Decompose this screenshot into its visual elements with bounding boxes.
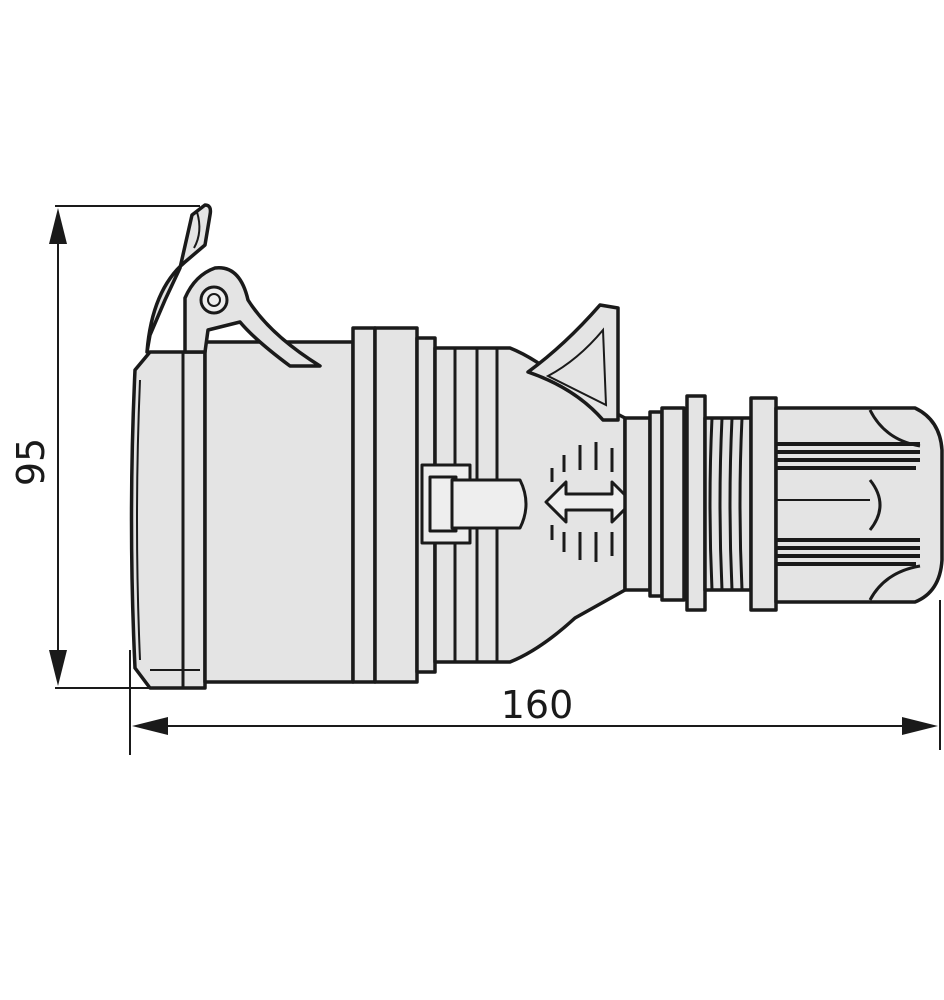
thread-lines	[708, 417, 744, 591]
gland-grooves	[776, 442, 920, 566]
height-arrow-bottom	[49, 650, 67, 686]
height-dimension: 95	[9, 205, 200, 689]
height-value: 95	[9, 438, 53, 486]
lid-edge-curve	[193, 211, 201, 249]
height-arrow-top	[49, 208, 67, 244]
gland-flange	[660, 406, 686, 602]
gland-cap	[774, 406, 944, 604]
front-face-rim	[136, 379, 141, 661]
length-arrow-left	[132, 717, 168, 735]
neck	[623, 416, 652, 592]
front-face	[129, 350, 207, 690]
gland-cap-flute-3	[868, 564, 921, 601]
latch-slider	[450, 478, 528, 530]
hinged-lid	[145, 203, 322, 368]
lid-hinge-pin	[199, 285, 229, 315]
gland-cap-flute-1	[868, 409, 921, 448]
socket-body	[129, 303, 944, 690]
lid-cover	[145, 203, 213, 354]
length-arrow-right	[902, 717, 938, 735]
collar-main	[373, 326, 419, 684]
length-dimension: 160	[129, 600, 941, 755]
gland-cap-flute-2	[868, 479, 882, 531]
lid-hinge-pin-core	[207, 293, 221, 307]
rear-lever-inner	[545, 327, 608, 407]
gland-cap-ring	[749, 396, 778, 612]
rear-lever	[526, 303, 620, 422]
length-value: 160	[501, 683, 574, 727]
housing-front	[203, 340, 355, 684]
neck-ring	[648, 410, 664, 598]
gland-nut-ring	[685, 394, 707, 612]
collar-left	[351, 326, 377, 684]
